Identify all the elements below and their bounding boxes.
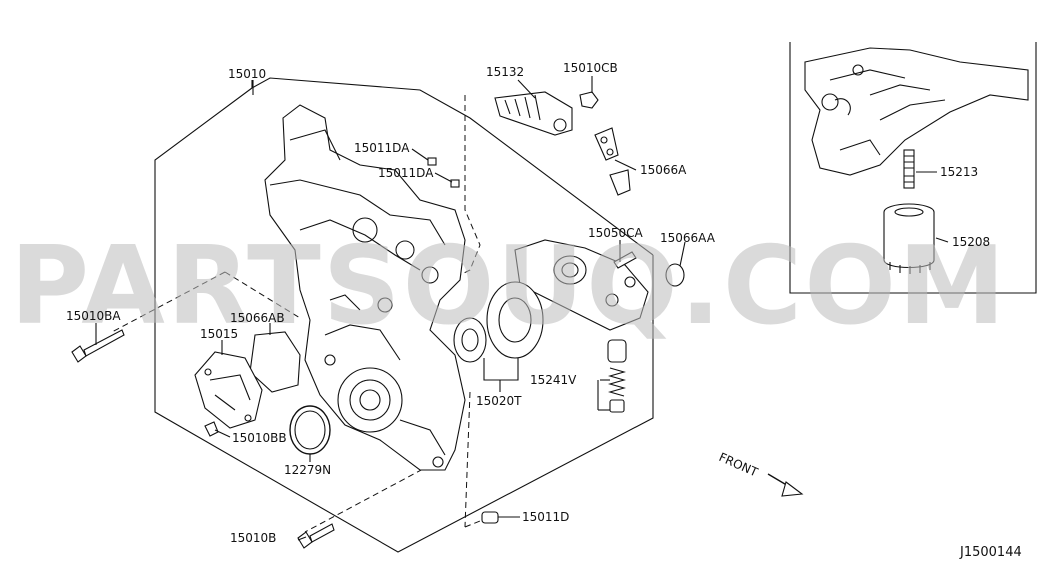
gear-set-15020T bbox=[453, 281, 544, 363]
part-labels: 15010 15132 15010CB 15011DA 15011DA 1506… bbox=[66, 61, 990, 545]
leader-lines bbox=[95, 76, 949, 541]
oring-15066AA bbox=[665, 263, 685, 287]
cover-15015 bbox=[194, 351, 263, 429]
label-15010B: 15010B bbox=[230, 531, 276, 545]
gasket-15066A bbox=[594, 127, 631, 196]
timing-cover-15010 bbox=[264, 104, 466, 471]
label-15010CB: 15010CB bbox=[563, 61, 618, 75]
label-15132: 15132 bbox=[486, 65, 524, 79]
label-15011DA-2: 15011DA bbox=[378, 166, 434, 180]
label-15066AB: 15066AB bbox=[230, 311, 285, 325]
label-15015: 15015 bbox=[200, 327, 238, 341]
label-15010: 15010 bbox=[228, 67, 266, 81]
solenoid-15132 bbox=[494, 91, 573, 136]
label-15066AA: 15066AA bbox=[660, 231, 716, 245]
label-15050CA: 15050CA bbox=[588, 226, 644, 240]
diagram-code: J1500144 bbox=[959, 545, 1022, 560]
bolt-15010CB bbox=[579, 91, 599, 109]
relief-valve-15241V bbox=[607, 339, 627, 413]
stud-15213 bbox=[903, 149, 915, 189]
label-15241V: 15241V bbox=[530, 373, 577, 387]
oil-filter-15208 bbox=[883, 203, 935, 274]
front-arrow-icon bbox=[767, 473, 804, 497]
bolt-15010B bbox=[297, 523, 335, 549]
bolt-15050CA bbox=[613, 251, 637, 269]
watermark-text: PARTSOUQ.COM bbox=[10, 224, 1007, 349]
bolt-15010BA bbox=[71, 329, 125, 363]
label-15213: 15213 bbox=[940, 165, 978, 179]
plugs-15011DA bbox=[427, 157, 460, 188]
bolt-15010BB bbox=[204, 421, 219, 437]
label-12279N: 12279N bbox=[284, 463, 331, 477]
label-15066A: 15066A bbox=[640, 163, 687, 177]
label-15208: 15208 bbox=[952, 235, 990, 249]
seal-12279N bbox=[289, 405, 331, 455]
label-15010BA: 15010BA bbox=[66, 309, 121, 323]
label-15011DA-1: 15011DA bbox=[354, 141, 410, 155]
front-label: FRONT bbox=[717, 450, 761, 480]
label-15011D: 15011D bbox=[522, 510, 569, 524]
label-15010BB: 15010BB bbox=[232, 431, 287, 445]
label-15020T: 15020T bbox=[476, 394, 522, 408]
main-assembly-frame bbox=[154, 77, 654, 553]
plug-15011D bbox=[481, 511, 499, 524]
engine-block-inset bbox=[789, 42, 1037, 294]
